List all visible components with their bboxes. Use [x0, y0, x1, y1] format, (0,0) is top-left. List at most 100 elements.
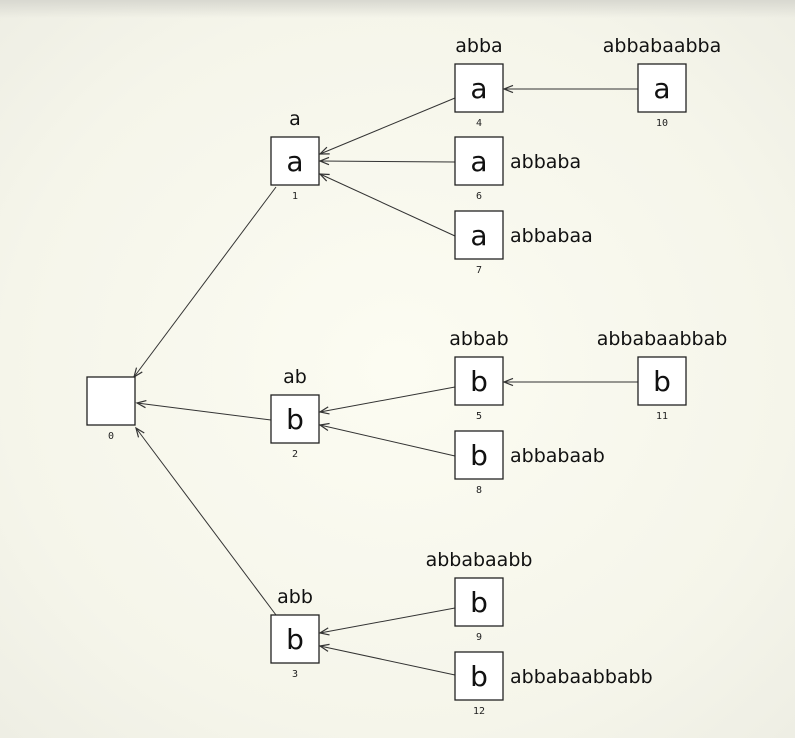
tree-node-6: a 6 abbaba [454, 136, 581, 202]
edge-line [319, 645, 456, 676]
node-box [637, 356, 687, 406]
edge-6-to-1 [318, 156, 456, 166]
tree-node-4: a 4 abba [454, 35, 504, 129]
arrowhead-icon [318, 146, 330, 155]
edge-line [319, 607, 456, 634]
top-shadow [0, 0, 795, 18]
node-label: abbabaabbab [597, 328, 728, 350]
node-index: 3 [292, 669, 298, 680]
edge-2-to-0 [135, 399, 272, 421]
node-label: abbabaabba [603, 35, 722, 57]
node-label: a [289, 108, 301, 130]
tree-node-0: 0 [86, 376, 136, 442]
arrowhead-icon [502, 84, 514, 94]
nodes-layer: 0a1ab2abb3abba4abbab5abbaba6abbabaa7abba… [86, 35, 728, 717]
node-letter: a [470, 219, 487, 252]
tree-node-8: b 8 abbabaab [454, 430, 605, 496]
tree-node-12: b 12 abbabaabbabb [454, 651, 653, 717]
node-index: 5 [476, 411, 482, 422]
node-index: 10 [656, 118, 668, 129]
edge-3-to-0 [135, 426, 277, 616]
tree-node-11: b 11 abbabaabbab [597, 328, 728, 422]
node-index: 0 [108, 431, 114, 442]
edge-4-to-1 [318, 97, 456, 155]
edge-9-to-3 [318, 607, 456, 636]
edge-line [319, 386, 456, 413]
arrowhead-icon [135, 399, 147, 409]
node-box [454, 356, 504, 406]
arrowhead-icon [318, 422, 330, 432]
edge-8-to-2 [318, 422, 456, 457]
edges-layer [133, 84, 638, 676]
node-letter: b [653, 365, 671, 398]
node-label: ab [283, 366, 307, 388]
node-letter: b [286, 403, 304, 436]
tree-node-2: b 2 ab [270, 366, 320, 460]
node-letter: b [286, 623, 304, 656]
arrowhead-icon [502, 377, 514, 387]
node-label: abbabaab [510, 445, 605, 467]
node-letter: a [653, 72, 670, 105]
node-index: 9 [476, 632, 482, 643]
node-box [270, 614, 320, 664]
node-label: abbab [449, 328, 508, 350]
tree-node-7: a 7 abbabaa [454, 210, 593, 276]
node-box [637, 63, 687, 113]
tree-node-3: b 3 abb [270, 586, 320, 680]
edge-line [135, 427, 277, 616]
arrowhead-icon [318, 173, 330, 182]
node-index: 12 [473, 706, 485, 717]
node-label: abbabaabb [426, 549, 533, 571]
node-box [454, 63, 504, 113]
node-box [454, 577, 504, 627]
node-index: 6 [476, 191, 482, 202]
edge-7-to-1 [318, 173, 456, 237]
node-label: abbabaa [510, 225, 593, 247]
node-label: abbaba [510, 151, 581, 173]
node-box [270, 394, 320, 444]
node-label: abba [455, 35, 502, 57]
node-index: 7 [476, 265, 482, 276]
edge-line [133, 186, 277, 378]
tree-node-5: b 5 abbab [449, 328, 508, 422]
arrowhead-icon [318, 627, 330, 636]
edge-line [319, 424, 456, 457]
tree-node-10: a 10 abbabaabba [603, 35, 722, 129]
node-index: 8 [476, 485, 482, 496]
edge-line [319, 97, 456, 155]
node-box [270, 136, 320, 186]
edge-1-to-0 [133, 186, 277, 379]
node-index: 11 [656, 411, 668, 422]
edge-5-to-2 [318, 386, 456, 415]
edge-11-to-5 [502, 377, 638, 387]
node-letter: b [470, 439, 488, 472]
node-letter: a [470, 145, 487, 178]
node-box [86, 376, 136, 426]
edge-10-to-4 [502, 84, 638, 94]
edge-12-to-3 [318, 643, 456, 676]
arrowhead-icon [318, 156, 330, 166]
node-letter: b [470, 660, 488, 693]
node-label: abbabaabbabb [510, 666, 653, 688]
node-letter: b [470, 586, 488, 619]
arrowhead-icon [133, 367, 143, 379]
tree-node-1: a 1 a [270, 108, 320, 202]
node-box [454, 136, 504, 186]
node-box [454, 210, 504, 260]
arrowhead-icon [135, 426, 145, 438]
node-index: 2 [292, 449, 298, 460]
node-index: 1 [292, 191, 298, 202]
node-label: abb [277, 586, 313, 608]
node-box [454, 651, 504, 701]
edge-line [319, 160, 456, 163]
node-letter: a [286, 145, 303, 178]
edge-line [319, 173, 456, 237]
node-index: 4 [476, 118, 482, 129]
node-letter: a [470, 72, 487, 105]
arrowhead-icon [318, 406, 330, 415]
node-box [454, 430, 504, 480]
node-letter: b [470, 365, 488, 398]
edge-line [136, 402, 272, 421]
arrowhead-icon [318, 643, 330, 652]
